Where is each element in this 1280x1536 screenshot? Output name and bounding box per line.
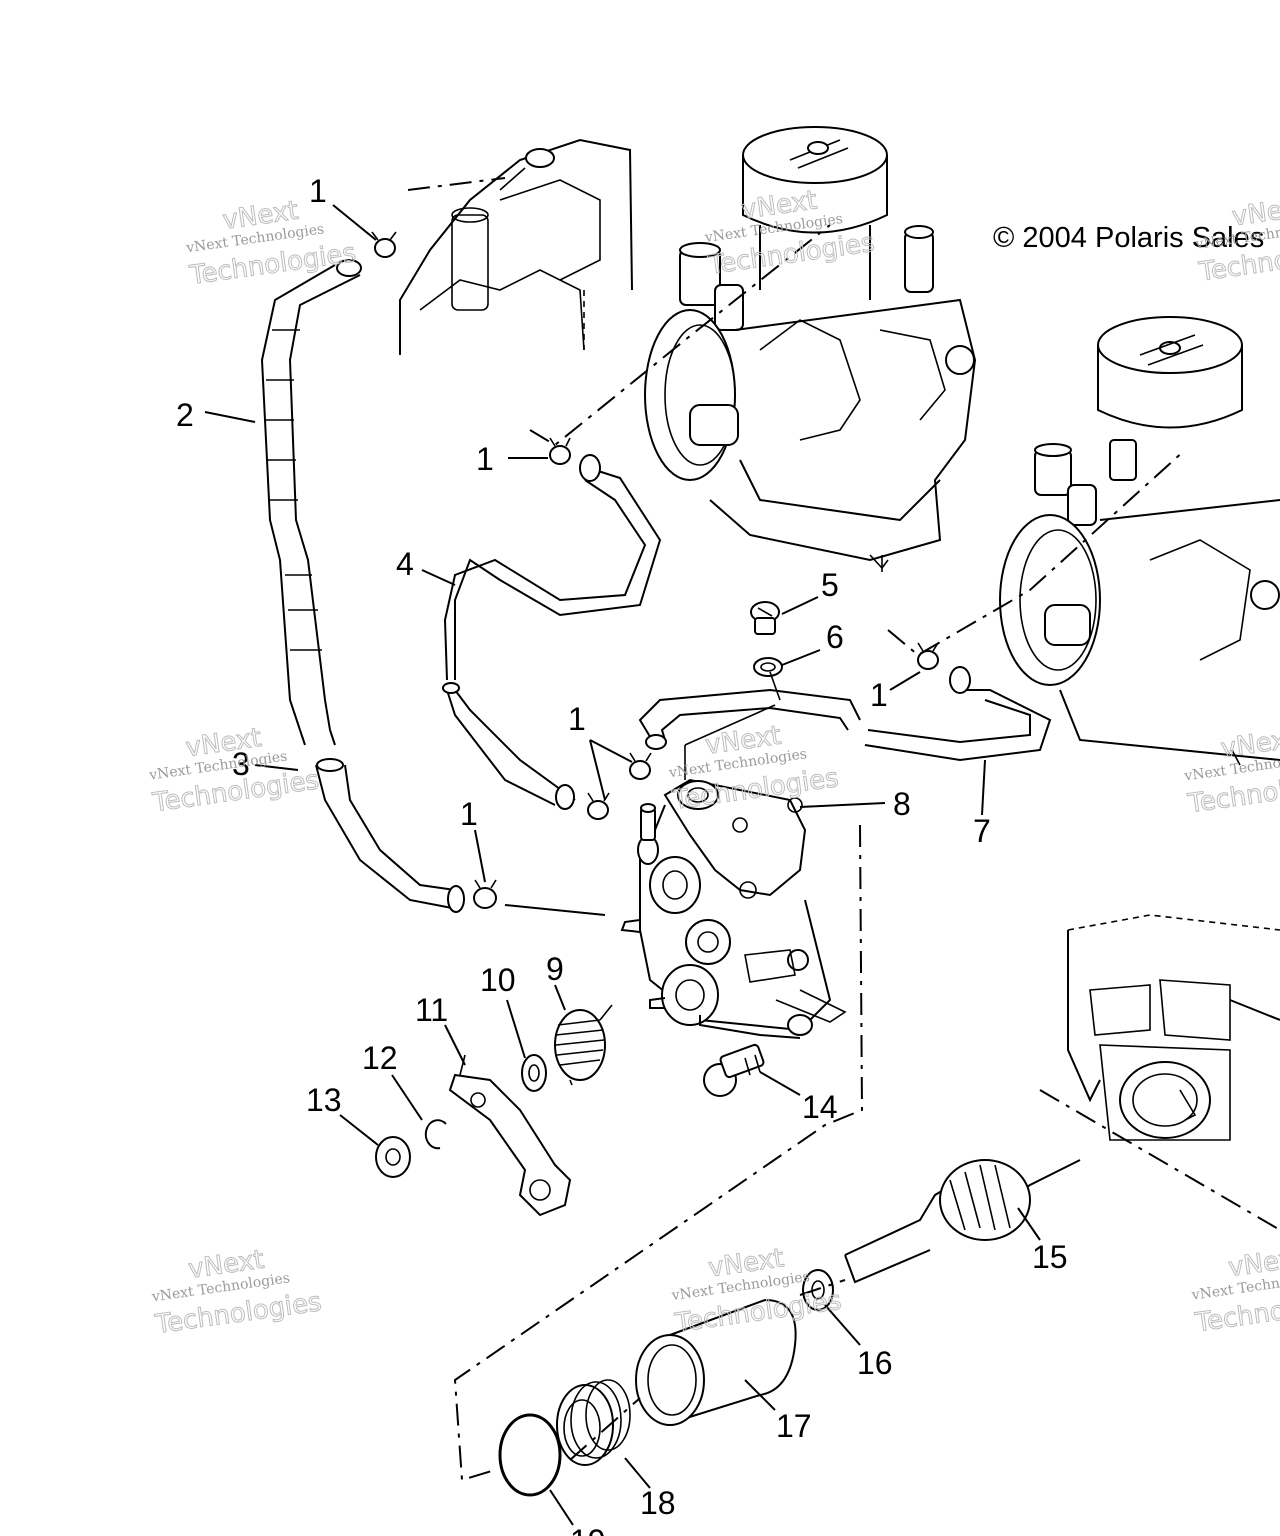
cylinder-head-drawing [399, 138, 633, 355]
clip-12-drawing [424, 1119, 447, 1150]
carburetor-1-drawing [644, 126, 977, 572]
callout-5: 5 [821, 567, 839, 603]
watermark-mid-right: vNext vNext Technologies Technologies [1183, 723, 1280, 820]
spring-18-drawing [556, 1379, 631, 1466]
callout-6: 6 [826, 619, 844, 655]
housing-17-drawing [635, 1298, 797, 1426]
callout-9: 9 [546, 951, 564, 987]
nut-13-drawing [375, 1136, 411, 1178]
callout-4: 4 [396, 546, 414, 582]
washer-6-drawing [753, 657, 783, 677]
watermarks: vNext vNext Technologies Technologies vN… [147, 185, 1280, 1341]
watermark-mid-left: vNext vNext Technologies Technologies [147, 722, 321, 819]
callout-10: 10 [480, 962, 516, 998]
hose-2-drawing [260, 259, 362, 746]
clamps-drawing [371, 231, 939, 909]
oil-pump-drawing [620, 778, 832, 1039]
callout-1-pump: 1 [568, 701, 586, 737]
callout-16: 16 [857, 1345, 893, 1381]
watermark-bottom-left: vNext vNext Technologies Technologies [150, 1244, 324, 1341]
copyright-notice: © 2004 Polaris Sales [993, 222, 1264, 254]
watermark-top-center: vNext vNext Technologies Technologies [703, 185, 877, 282]
callout-13: 13 [306, 1082, 342, 1118]
o-ring-19-drawing [498, 1413, 562, 1497]
callout-17: 17 [776, 1408, 812, 1444]
callout-18: 18 [640, 1485, 676, 1521]
gear-shaft-15-drawing [844, 1159, 1081, 1284]
hose-3-drawing [315, 758, 465, 913]
callout-1-top: 1 [309, 173, 327, 209]
callout-1-right: 1 [870, 677, 888, 713]
leader-lines [204, 204, 1041, 1526]
gearcase-drawing [1067, 914, 1280, 1141]
watermark-top-right: vNext vNext Technologies Technologies [1194, 192, 1280, 289]
screw-5-drawing [750, 601, 780, 635]
callout-1-lower: 1 [460, 796, 478, 832]
callout-1-carb: 1 [476, 441, 494, 477]
lever-11-drawing [448, 1054, 572, 1217]
callout-12: 12 [362, 1040, 398, 1076]
callout-8: 8 [893, 786, 911, 822]
callout-2: 2 [176, 397, 194, 433]
callout-3: 3 [232, 746, 250, 782]
watermark-top-left: vNext vNext Technologies Technologies [184, 195, 358, 292]
spring-9-drawing [554, 1004, 613, 1086]
watermark-bottom-right: vNext vNext Technologies Technologies [1190, 1242, 1280, 1339]
washer-10-drawing [521, 1054, 547, 1092]
callout-11: 11 [415, 992, 448, 1028]
hose-4-drawing [442, 454, 662, 810]
hose-7-drawing [638, 666, 1052, 762]
watermark-mid-center: vNext vNext Technologies Technologies [667, 720, 841, 817]
callout-15: 15 [1032, 1239, 1068, 1275]
carburetor-2-drawing [999, 316, 1280, 766]
callout-labels: 1 2 1 4 5 6 1 1 3 8 1 7 9 10 11 12 13 14… [176, 173, 1068, 1536]
callout-14: 14 [802, 1089, 838, 1125]
callout-19: 19 [570, 1523, 606, 1536]
assembly-lines [407, 177, 1280, 1482]
bolt-14-drawing [703, 1043, 765, 1097]
callout-7: 7 [973, 813, 991, 849]
